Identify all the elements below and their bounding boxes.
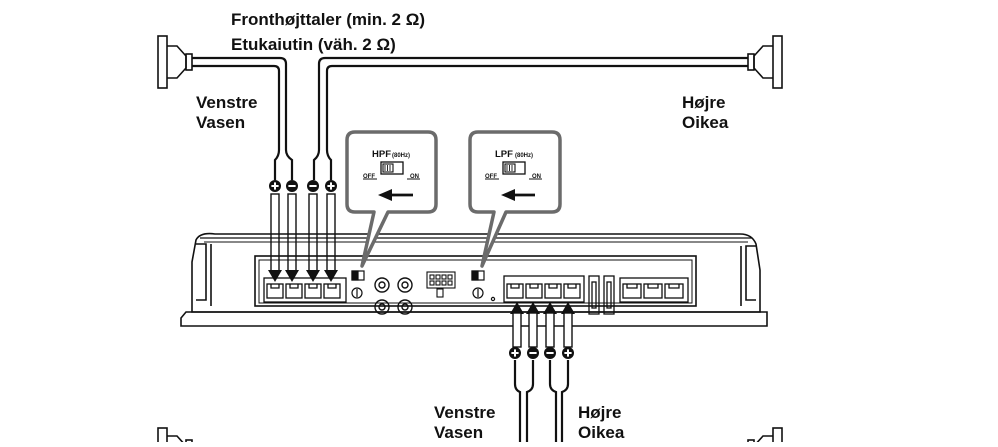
speaker-bottom-right: [747, 427, 783, 447]
top-right-label-line1: Højre: [682, 93, 726, 112]
rear-output-terminals: [503, 275, 585, 303]
top-polarity-markers: [269, 180, 337, 192]
lpf-on-label: ON: [532, 174, 541, 180]
bottom-left-label-line1: Venstre: [434, 403, 496, 422]
hpf-on-label: ON: [410, 174, 419, 180]
amplifier: [180, 232, 768, 327]
top-left-label-line1: Venstre: [196, 93, 258, 112]
top-right-label: Højre Oikea: [682, 93, 728, 133]
lpf-callout: LPF (80Hz) OFF ON: [468, 130, 562, 268]
bottom-left-label-line2: Vasen: [434, 423, 484, 442]
speaker-output-terminals: [263, 277, 347, 303]
top-left-label-line2: Vasen: [196, 113, 246, 132]
top-arrows: [268, 193, 338, 282]
front-speaker-wires: [192, 56, 748, 180]
bottom-right-label-line1: Højre: [578, 403, 622, 422]
top-right-label-line2: Oikea: [682, 113, 729, 132]
lpf-panel-switch: [471, 270, 496, 302]
front-speaker-title: Fronthøjttaler (min. 2 Ω) Etukaiutin (vä…: [231, 10, 425, 55]
bottom-right-label-line2: Oikea: [578, 423, 625, 442]
hpf-off-label: OFF: [363, 174, 375, 180]
lpf-label: LPF: [495, 149, 513, 160]
front-speaker-title-da: Fronthøjttaler (min. 2 Ω): [231, 10, 426, 29]
lpf-off-label: OFF: [485, 174, 497, 180]
bottom-right-label: Højre Oikea: [578, 403, 624, 443]
hpf-panel-switch: [351, 270, 365, 299]
fuses: [588, 275, 615, 315]
input-mode-connector: [426, 271, 456, 298]
hpf-freq: (80Hz): [392, 153, 410, 159]
hpf-callout: HPF (80Hz) OFF ON: [345, 130, 438, 268]
speaker-bottom-left: [157, 427, 193, 447]
rear-arrows: [510, 302, 575, 348]
bottom-left-label: Venstre Vasen: [434, 403, 495, 443]
rear-polarity-markers: [509, 347, 574, 359]
speaker-top-left: [157, 35, 193, 89]
speaker-top-right: [747, 35, 783, 89]
rear-speaker-wires: [513, 360, 570, 442]
power-terminals: [619, 277, 689, 303]
rca-inputs: [374, 277, 413, 315]
top-left-label: Venstre Vasen: [196, 93, 257, 133]
hpf-label: HPF: [372, 149, 391, 160]
lpf-freq: (80Hz): [515, 153, 533, 159]
front-speaker-title-fi: Etukaiutin (väh. 2 Ω): [231, 35, 396, 54]
